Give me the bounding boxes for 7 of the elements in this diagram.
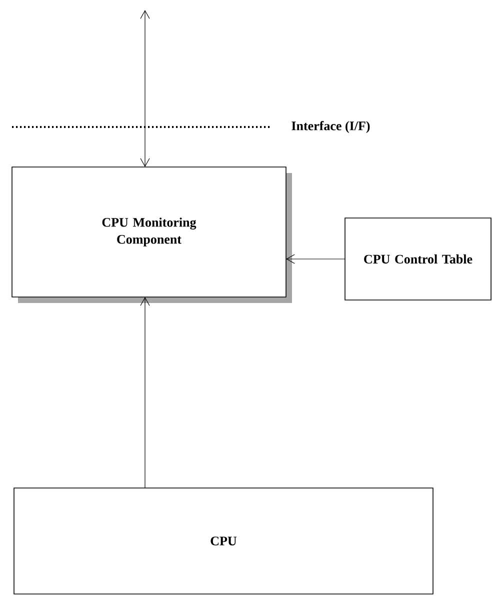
interface-label: Interface (I/F) [292, 121, 370, 133]
arrow [140, 297, 150, 488]
process-box: CPU Monitoring Component [12, 166, 292, 303]
arrow [140, 10, 150, 167]
arrow [286, 254, 346, 264]
process-box: CPU [14, 488, 434, 594]
process-box: CPU Control Table [344, 218, 492, 300]
